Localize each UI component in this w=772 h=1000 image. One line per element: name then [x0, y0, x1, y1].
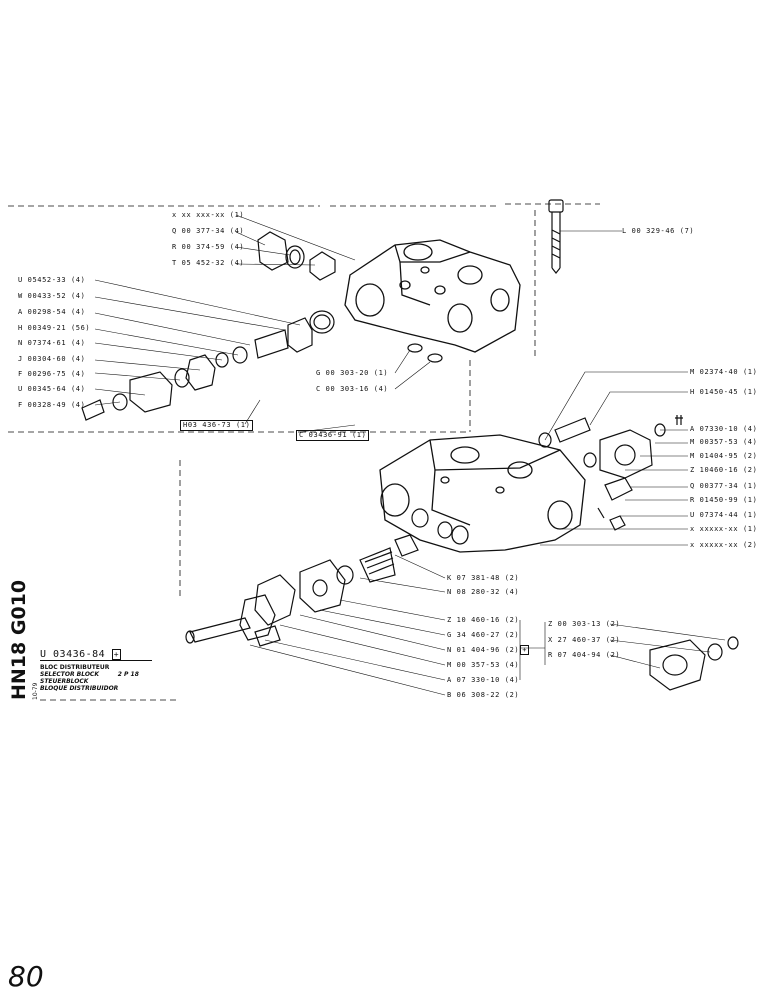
callout-label: M 00357-53 (4): [690, 438, 758, 446]
callout-label: R 07 404-94 (2): [548, 651, 621, 659]
cap-flange: [649, 636, 739, 691]
callout-label: Z 10460-16 (2): [690, 466, 758, 474]
callout-label: Z 00 303-13 (2): [548, 620, 621, 628]
upper-parts: [81, 231, 443, 421]
callout-label: U 00345-64 (4): [18, 385, 86, 393]
upper-valve-body: [344, 239, 521, 353]
callout-label: X 27 460-37 (2): [548, 636, 621, 644]
callout-label: M 02374-40 (1): [690, 368, 758, 376]
long-bolt: [548, 199, 564, 274]
callout-label: A 07 330-10 (4): [447, 676, 520, 684]
callout-label: Q 00 377-34 (4): [172, 227, 245, 235]
callout-label: R 00 374-59 (4): [172, 243, 245, 251]
callout-label: G 00 303-20 (1): [316, 369, 389, 377]
callout-label: N 01 404-96 (2)+: [447, 645, 530, 655]
callout-label: J 00304-60 (4): [18, 355, 86, 363]
callout-label: G 34 460-27 (2): [447, 631, 520, 639]
page-number: 80: [8, 960, 44, 993]
title-fr: BLOC DISTRIBUTEUR: [40, 664, 110, 671]
callout-label: x xxxxx-xx (1): [690, 525, 758, 533]
lower-valve-body: [379, 434, 586, 553]
callout-label: A 00298-54 (4): [18, 308, 86, 316]
plus-mark: +: [520, 645, 530, 655]
spool-assembly: [185, 508, 453, 647]
leader-lines: [94, 214, 622, 433]
callout-label: F 00328-49 (4): [18, 401, 86, 409]
title-block: BLOC DISTRIBUTEUR SELECTOR BLOCK 2 P 18 …: [40, 664, 152, 716]
callout-label: B 06 308-22 (2): [447, 691, 520, 699]
callout-label: K 07 381-48 (2): [447, 574, 520, 582]
callout-label: U 05452-33 (4): [18, 276, 86, 284]
title-es: BLOQUE DISTRIBUIDOR: [40, 685, 119, 692]
callout-label: N 08 280-32 (4): [447, 588, 520, 596]
callout-label: H 01450-45 (1): [690, 388, 758, 396]
subassembly-ref-box: H03 436-73 (1): [180, 420, 254, 431]
ref-mark: +: [111, 649, 122, 660]
title-en: SELECTOR BLOCK 2 P 18: [40, 671, 139, 678]
subassembly-ref-box: C 03436-91 (1): [296, 430, 370, 441]
callout-label: x xxxxx-xx (2): [690, 541, 758, 549]
callout-label: C 00 303-16 (4): [316, 385, 389, 393]
callout-label: Q 00377-34 (1): [690, 482, 758, 490]
callout-label: L 00 329-46 (7): [622, 227, 695, 235]
title-de: STEUERBLOCK: [40, 678, 89, 685]
callout-label: T 05 452-32 (4): [172, 259, 245, 267]
model: 2 P 18: [117, 671, 139, 678]
reference-number-box: U 03436-84 +: [40, 649, 152, 661]
callout-label: U 07374-44 (1): [690, 511, 758, 519]
callout-label: M 01404-95 (2): [690, 452, 758, 460]
callout-label: N 07374-61 (4): [18, 339, 86, 347]
reference-number: U 03436-84: [40, 649, 106, 660]
callout-label: W 00433-52 (4): [18, 292, 86, 300]
callout-label: A 07330-10 (4): [690, 425, 758, 433]
callout-label: x xx xxx-xx (1): [172, 211, 245, 219]
callout-label: Z 10 460-16 (2): [447, 616, 520, 624]
callout-label: H 00349-21 (56): [18, 324, 91, 332]
revision-date: 10-79: [32, 682, 39, 700]
callout-label: M 00 357-53 (4): [447, 661, 520, 669]
side-identifier: HN18 G010: [8, 579, 30, 700]
callout-label: R 01450-99 (1): [690, 496, 758, 504]
lower-right-parts: [538, 415, 683, 531]
callout-label: F 00296-75 (4): [18, 370, 86, 378]
